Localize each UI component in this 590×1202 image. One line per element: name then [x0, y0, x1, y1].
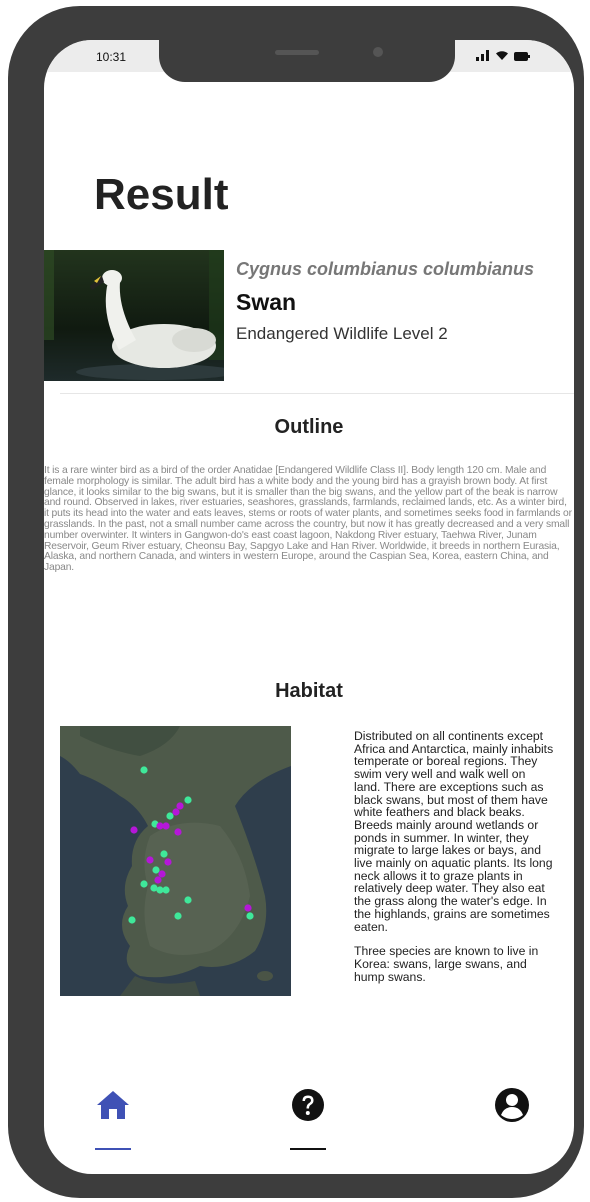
- notch-camera: [373, 47, 383, 57]
- map-marker: [158, 870, 166, 878]
- map-marker: [184, 896, 192, 904]
- common-name: Swan: [236, 289, 297, 315]
- map-marker: [162, 886, 170, 894]
- map-marker: [140, 766, 148, 774]
- notch: [159, 40, 455, 82]
- map-marker: [246, 912, 254, 920]
- nav-help-indicator: [290, 1148, 326, 1150]
- battery-icon: [514, 52, 530, 61]
- scientific-name: Cygnus columbianus columbianus: [236, 259, 535, 279]
- map-marker: [156, 822, 164, 830]
- map-marker: [172, 808, 180, 816]
- app-screen: 10:31 Result: [44, 40, 574, 1174]
- species-info: Cygnus columbianus columbianus Swan Enda…: [236, 259, 534, 344]
- map-marker: [174, 912, 182, 920]
- account-icon: [495, 1088, 529, 1122]
- status-time: 10:31: [96, 50, 127, 64]
- map-marker: [174, 828, 182, 836]
- wifi-icon: [496, 51, 508, 60]
- nav-account-button[interactable]: [487, 1080, 537, 1130]
- map-marker: [160, 850, 168, 858]
- notch-speaker: [275, 50, 319, 55]
- habitat-paragraph-1: Distributed on all continents except Afr…: [354, 729, 554, 934]
- map-marker: [164, 858, 172, 866]
- home-icon: [97, 1091, 129, 1119]
- swan-photo: [44, 250, 224, 381]
- habitat-heading: Habitat: [275, 680, 343, 702]
- map-marker: [140, 880, 148, 888]
- outline-heading: Outline: [274, 416, 344, 438]
- bottom-nav: [44, 1080, 574, 1160]
- map-marker: [150, 884, 158, 892]
- map-marker: [244, 904, 252, 912]
- habitat-paragraph-2: Three species are known to live in Korea…: [354, 944, 539, 984]
- outline-text: It is a rare winter bird as a bird of th…: [44, 465, 572, 574]
- nav-home-indicator: [95, 1148, 131, 1150]
- divider: [60, 393, 574, 394]
- habitat-map: [60, 726, 291, 996]
- map-marker: [184, 796, 192, 804]
- signal-icon: [476, 50, 489, 61]
- map-marker: [156, 886, 164, 894]
- map-marker: [128, 916, 136, 924]
- phone-frame: 10:31 Result: [8, 6, 584, 1198]
- map-marker: [130, 826, 138, 834]
- habitat-text: Distributed on all continents except Afr…: [354, 730, 554, 983]
- nav-home-button[interactable]: [88, 1080, 138, 1130]
- map-marker: [154, 876, 162, 884]
- map-marker: [152, 866, 160, 874]
- question-icon: [292, 1089, 324, 1121]
- protection-level: Endangered Wildlife Level 2: [236, 324, 448, 343]
- map-markers: [128, 766, 254, 924]
- map-marker: [146, 856, 154, 864]
- nav-help-button[interactable]: [283, 1080, 333, 1130]
- map-marker: [162, 822, 170, 830]
- status-icons: [476, 50, 530, 61]
- page-title: Result: [94, 170, 229, 219]
- map-marker: [166, 812, 174, 820]
- map-marker: [176, 802, 184, 810]
